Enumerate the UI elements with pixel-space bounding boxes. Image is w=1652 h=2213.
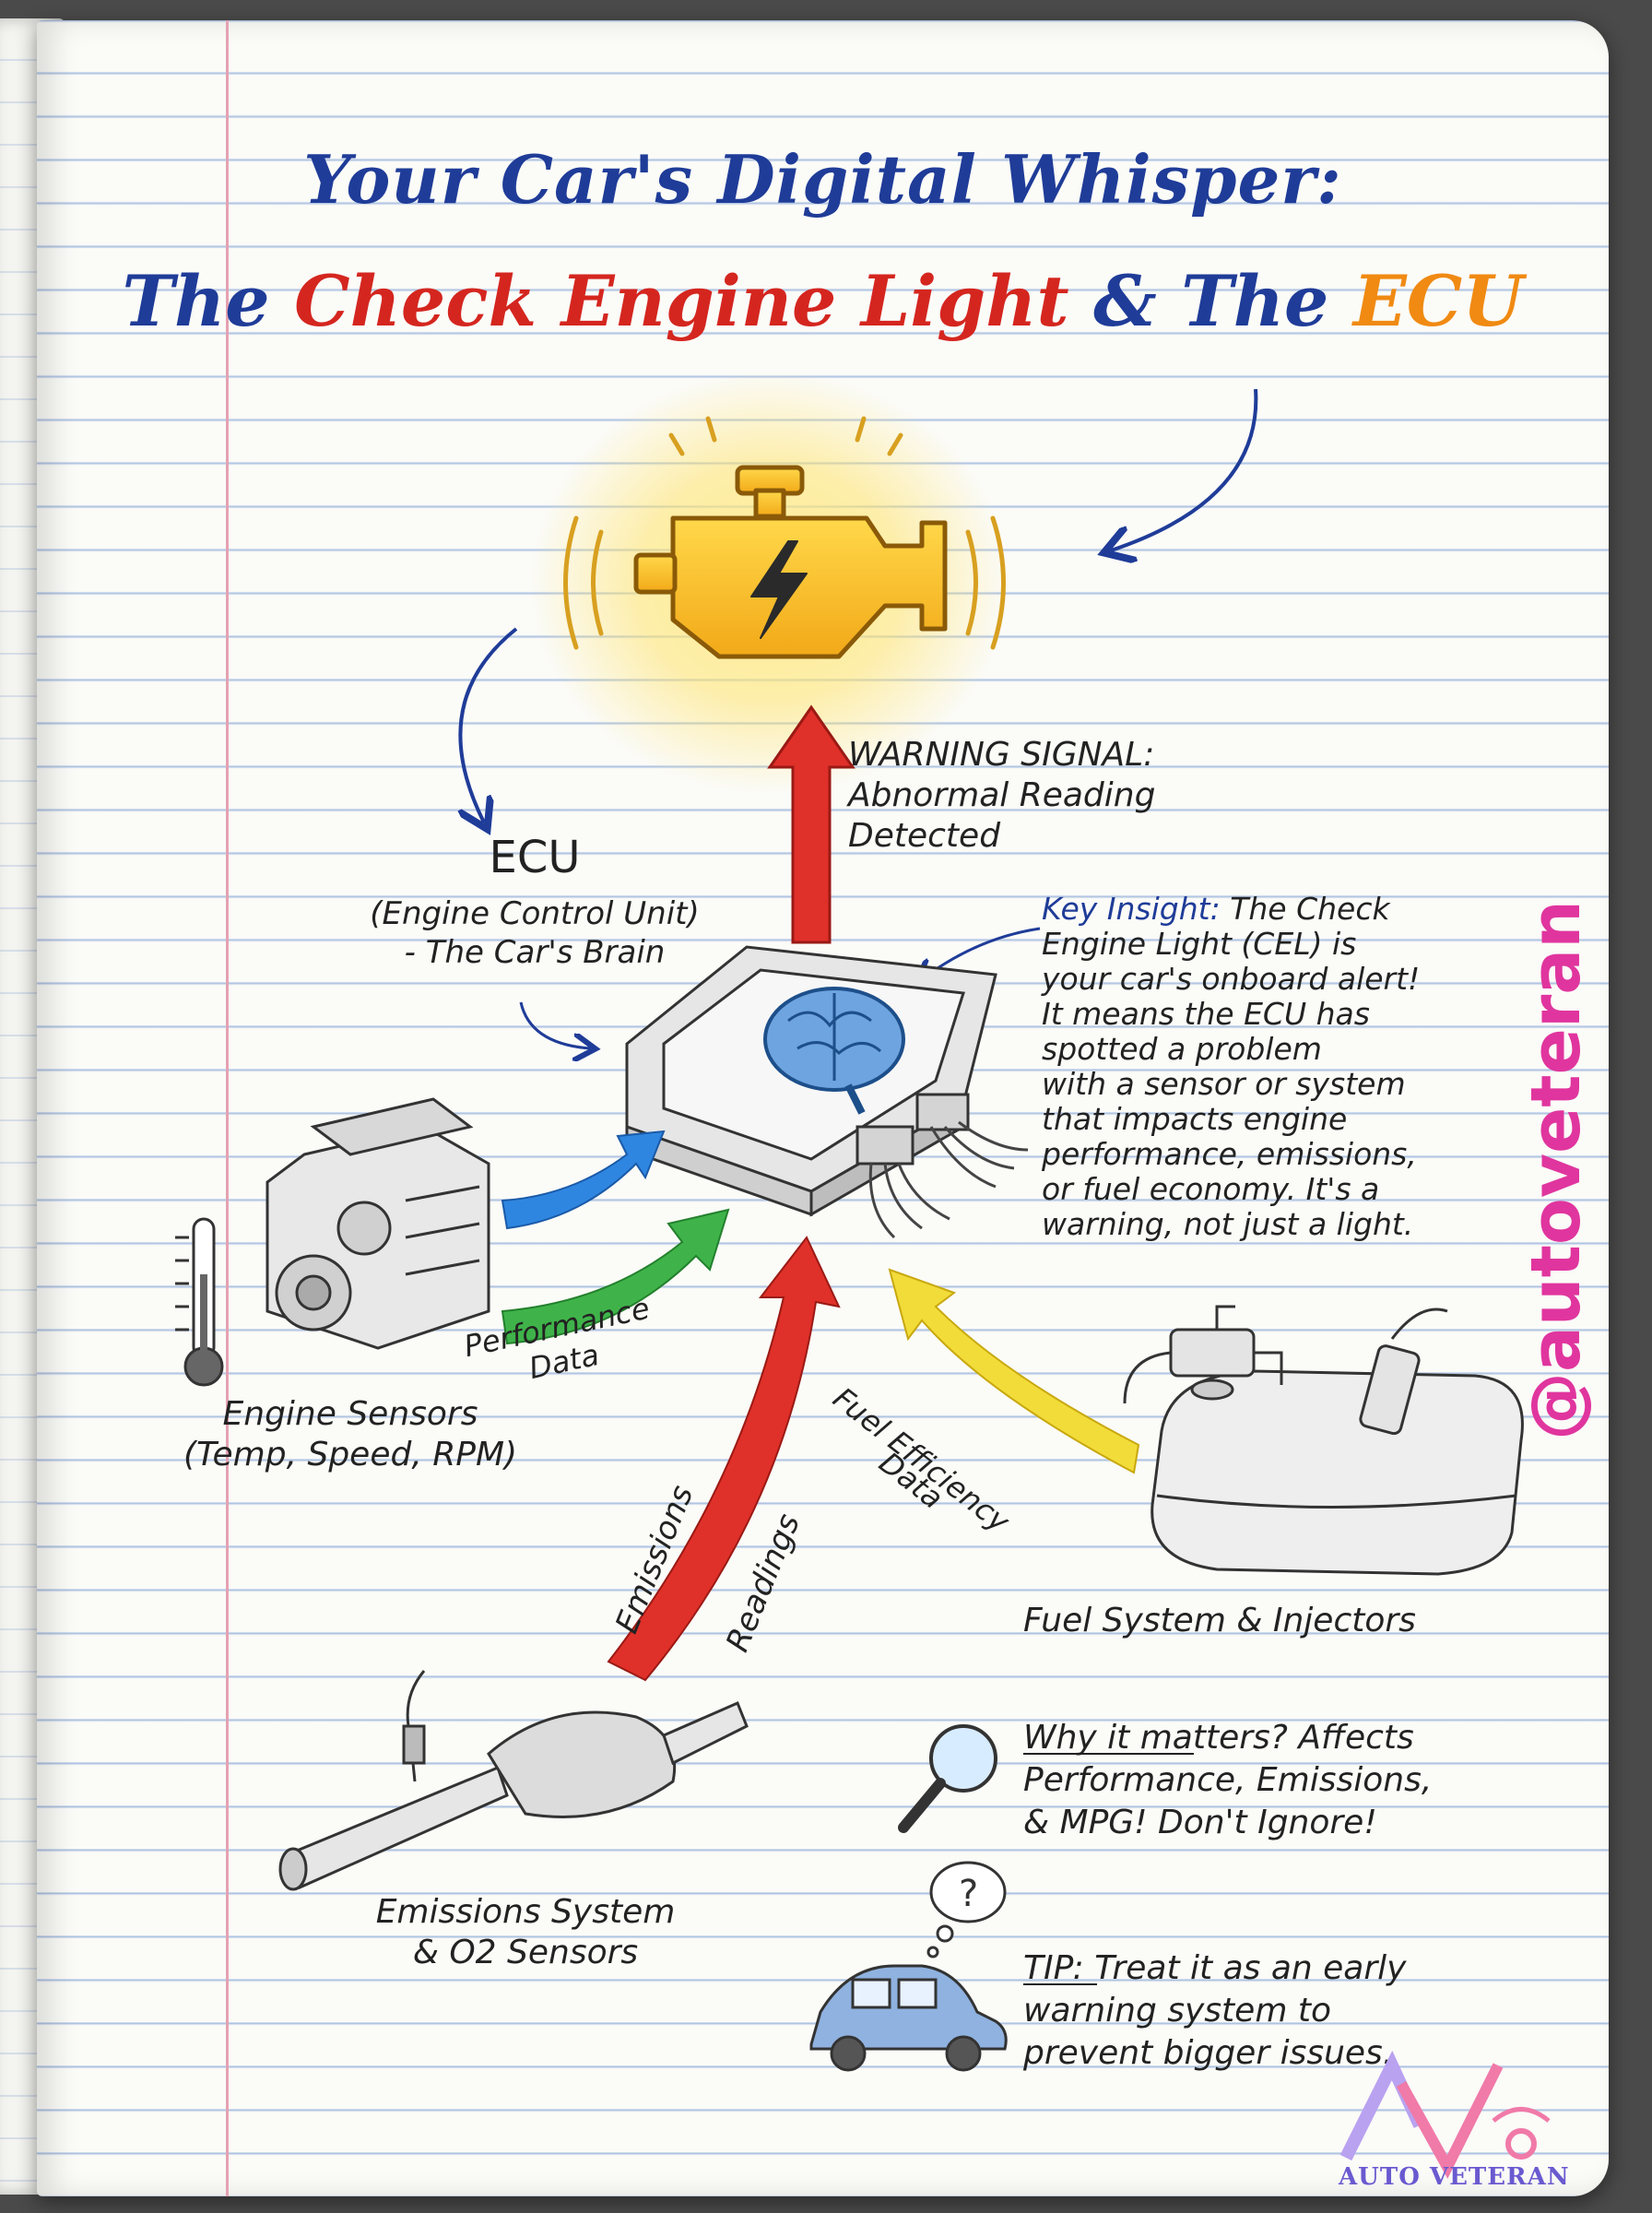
insight-line-9: or fuel economy. It's a xyxy=(1042,1171,1380,1207)
engine-label-1: Engine Sensors xyxy=(222,1395,478,1433)
title-and-the: & The xyxy=(1068,260,1353,342)
emissions-readings-arrow xyxy=(607,1236,841,1682)
emissions-system-line-2: & O2 Sensors xyxy=(412,1934,639,1971)
diagram-art: ? xyxy=(175,371,1524,2072)
tip-label: TIP: xyxy=(1023,1949,1084,1987)
insight-line-7: that impacts engine xyxy=(1042,1101,1348,1137)
thermometer-icon xyxy=(175,1217,224,1387)
ecu-heading: ECU xyxy=(489,832,581,883)
insight-line-8: performance, emissions, xyxy=(1042,1136,1417,1172)
ecu-label-pointer xyxy=(519,1001,590,1048)
warning-line-1: WARNING SIGNAL: xyxy=(848,736,1155,774)
insight-line-10: warning, not just a light. xyxy=(1042,1206,1414,1242)
emissions-system-line-1: Emissions System xyxy=(375,1893,676,1931)
title-the: The xyxy=(122,260,295,342)
social-handle: @autoveteran xyxy=(1507,850,1596,1440)
insight-line-4: It means the ECU has xyxy=(1042,996,1370,1032)
exhaust-system-icon xyxy=(278,1670,749,1891)
insight-line-3: your car's onboard alert! xyxy=(1042,961,1421,997)
tip-line-1: Treat it as an early xyxy=(1083,1949,1407,1987)
title-line-2: The Check Engine Light & The ECU xyxy=(37,260,1609,342)
fuel-injector-icon xyxy=(1123,1305,1448,1436)
tip-line-3: prevent bigger issues. xyxy=(1023,2034,1394,2072)
cel-rays xyxy=(563,416,1006,650)
auto-veteran-logo xyxy=(1339,2050,1551,2179)
warning-arrow xyxy=(767,704,856,944)
insight-line-2: Engine Light (CEL) is xyxy=(1042,926,1357,962)
brain-icon xyxy=(763,987,905,1115)
title-cel: Check Engine Light xyxy=(294,260,1069,342)
logo-text: AUTO VETERAN xyxy=(1339,2163,1570,2191)
insight-line-5: spotted a problem xyxy=(1042,1031,1322,1067)
notebook-sheet: Your Car's Digital Whisper: The Check En… xyxy=(37,20,1609,2196)
tip: TIP: Treat it as an early warning system… xyxy=(1023,1947,1406,2075)
cel-to-ecu-arrow xyxy=(460,627,518,822)
why-label: Why it matters? xyxy=(1023,1719,1288,1757)
title-to-cel-arrow xyxy=(1111,388,1258,550)
fuel-tank-icon xyxy=(1150,1369,1524,1576)
ecu-sub-line-2: - The Car's Brain xyxy=(404,934,666,971)
emissions-system-label: Emissions System & O2 Sensors xyxy=(332,1892,719,1973)
why-line-3: & MPG! Don't Ignore! xyxy=(1023,1804,1377,1841)
engine-label-2: (Temp, Speed, RPM) xyxy=(183,1436,518,1473)
tip-line-2: warning system to xyxy=(1023,1992,1331,2030)
fuel-efficiency-arrow xyxy=(888,1268,1140,1474)
ecu-sub-line-1: (Engine Control Unit) xyxy=(370,895,700,932)
engine-block-icon xyxy=(266,1097,490,1350)
why-it-matters: Why it matters? Affects Performance, Emi… xyxy=(1023,1717,1432,1844)
car-icon xyxy=(809,1964,1008,2072)
why-line-2: Performance, Emissions, xyxy=(1023,1761,1433,1799)
magnifier-icon xyxy=(898,1724,997,1833)
performance-data-arrow xyxy=(501,1208,730,1345)
title-line-1: Your Car's Digital Whisper: xyxy=(303,140,1342,219)
ecu-wires xyxy=(868,1120,1029,1239)
svg-text:?: ? xyxy=(959,1873,978,1915)
ecu-subtitle: (Engine Control Unit) - The Car's Brain xyxy=(295,894,774,972)
insight-line-1: The Check xyxy=(1220,891,1390,927)
why-line-1: Affects xyxy=(1287,1719,1414,1757)
insight-line-6: with a sensor or system xyxy=(1042,1066,1406,1102)
question-bubble-icon: ? xyxy=(926,1861,1007,1959)
insight-label: Key Insight: xyxy=(1042,891,1221,927)
warning-line-3: Detected xyxy=(848,817,1001,855)
margin-line xyxy=(226,20,229,2196)
title-ecu: ECU xyxy=(1352,260,1524,342)
engine-data-arrow-blue xyxy=(501,1130,666,1230)
warning-text: WARNING SIGNAL: Abnormal Reading Detecte… xyxy=(848,735,1155,857)
engine-sensors-label: Engine Sensors (Temp, Speed, RPM) xyxy=(157,1394,544,1475)
warning-line-2: Abnormal Reading xyxy=(848,776,1156,814)
key-insight: Key Insight: The Check Engine Light (CEL… xyxy=(1042,892,1420,1242)
check-engine-icon xyxy=(633,465,948,659)
fuel-system-label: Fuel System & Injectors xyxy=(1023,1602,1416,1639)
social-handle-text: @autoveteran xyxy=(1516,900,1596,1440)
